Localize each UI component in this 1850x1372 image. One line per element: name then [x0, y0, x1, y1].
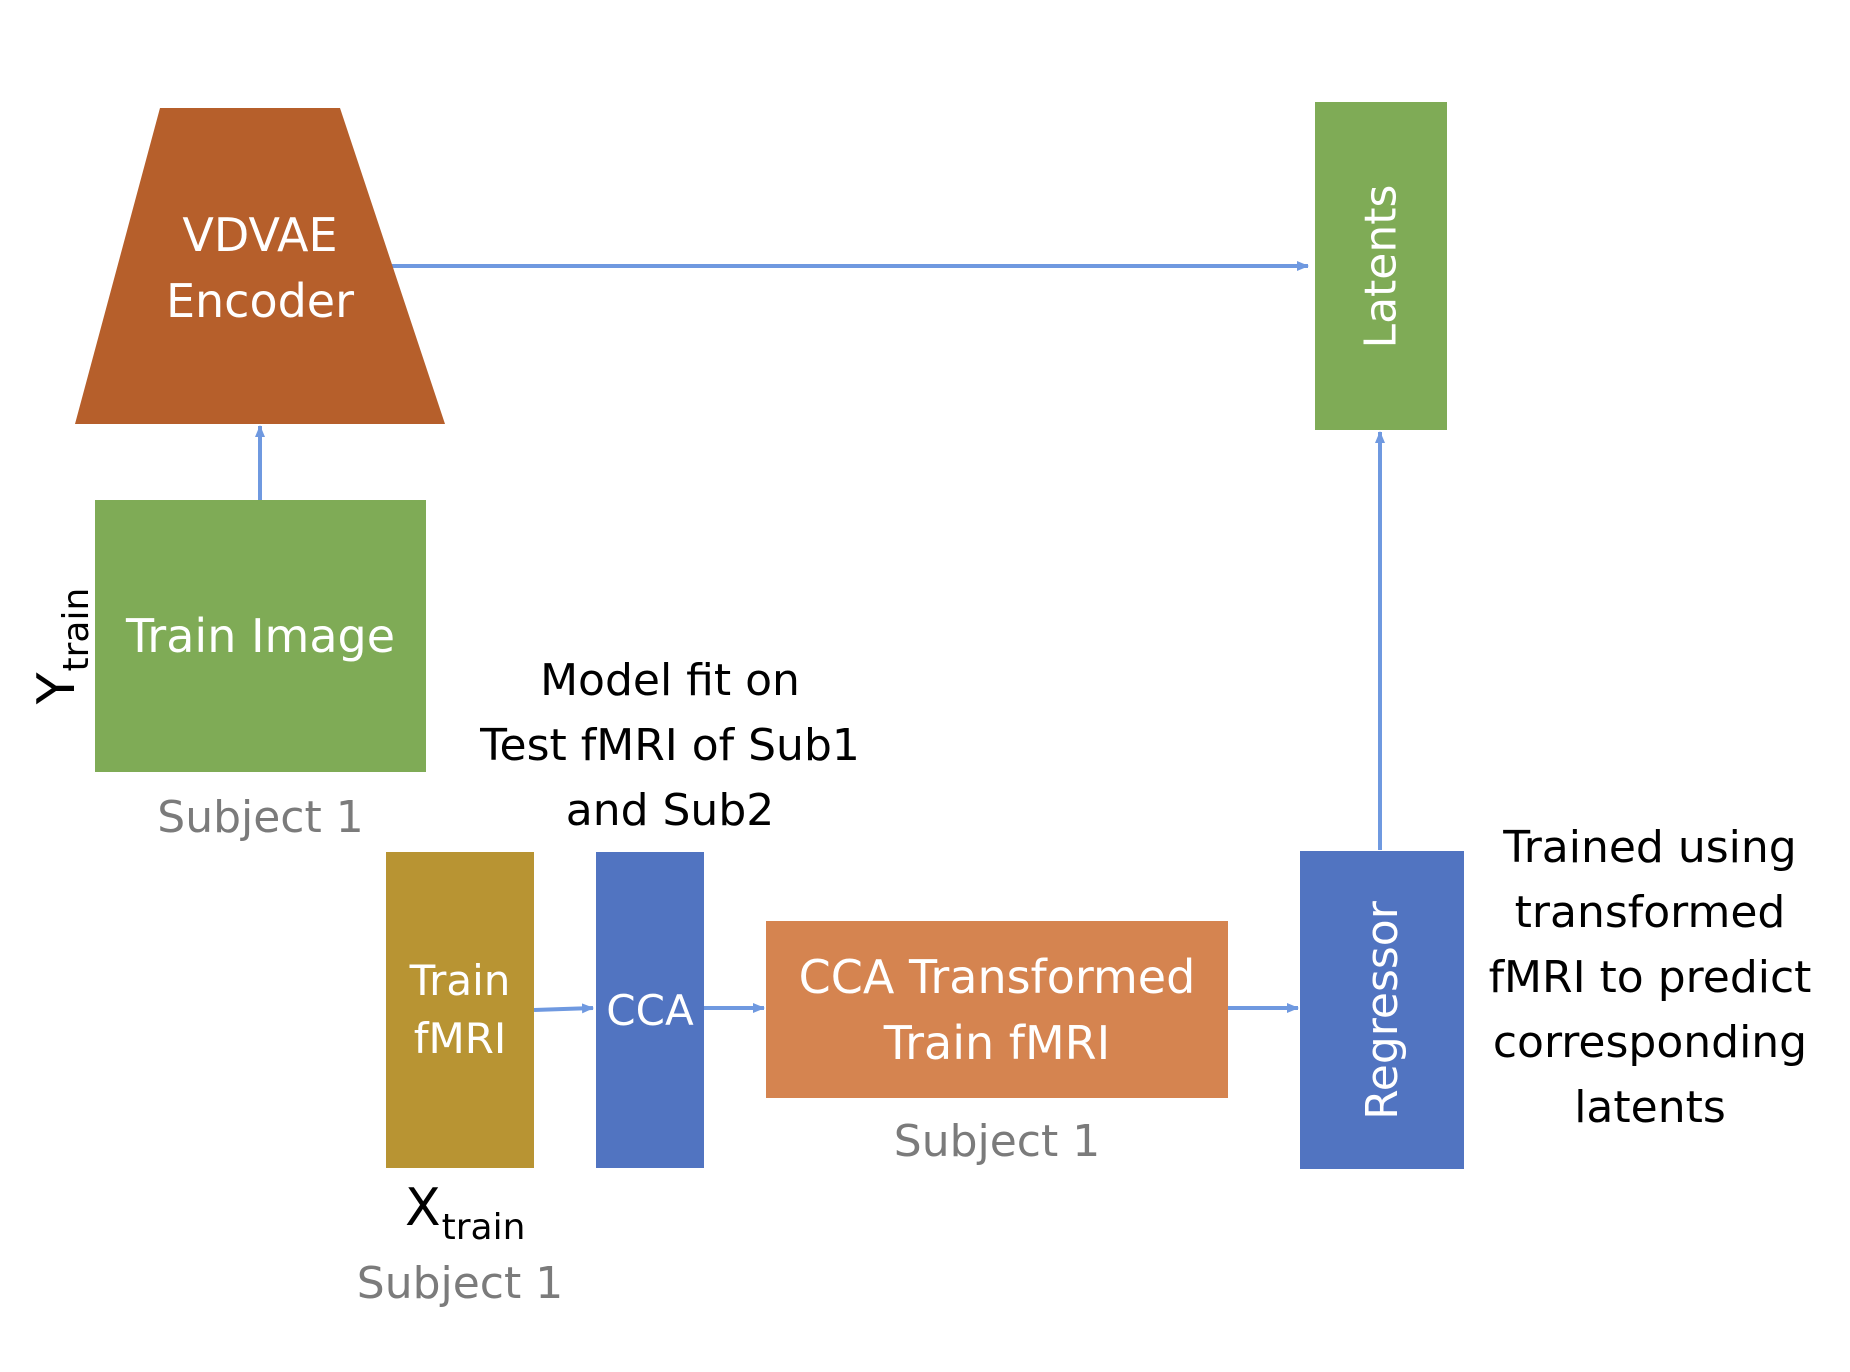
- cca-note-line3: and Sub2: [565, 785, 775, 836]
- train-image-box: Train Image: [95, 500, 426, 772]
- cca-note: Model fit on Test fMRI of Sub1 and Sub2: [440, 648, 900, 843]
- regressor-note-line2: transformed: [1514, 887, 1786, 938]
- regressor-note-line4: corresponding: [1492, 1017, 1808, 1068]
- x-train-label: Xtrain: [405, 1178, 525, 1248]
- train-image-label: Train Image: [125, 609, 396, 663]
- latents-box: Latents: [1315, 102, 1447, 430]
- latents-label: Latents: [1355, 184, 1407, 348]
- cca-transformed-line1: CCA Transformed: [798, 949, 1196, 1004]
- regressor-label: Regressor: [1356, 900, 1408, 1120]
- train-fmri-box: Train fMRI: [386, 852, 534, 1168]
- cca-note-line1: Model fit on: [540, 655, 800, 706]
- cca-note-line2: Test fMRI of Sub1: [480, 720, 860, 771]
- arrow-fmri-to-cca: [533, 1003, 594, 1014]
- train-fmri-line2: fMRI: [413, 1014, 507, 1063]
- train-fmri-line1: Train: [409, 956, 511, 1005]
- regressor-box: Regressor: [1300, 851, 1464, 1169]
- y-train-main: Y: [27, 672, 87, 705]
- x-train-main: X: [405, 1178, 441, 1238]
- y-train-sub: train: [56, 587, 97, 672]
- train-image-subject: Subject 1: [157, 792, 364, 843]
- train-fmri-subject: Subject 1: [356, 1258, 564, 1309]
- cca-transformed-box: CCA Transformed Train fMRI: [766, 921, 1228, 1098]
- encoder-line1: VDVAE: [182, 208, 338, 262]
- vdvae-encoder-label: VDVAE Encoder: [75, 108, 445, 424]
- y-train-label: Ytrain: [27, 571, 103, 721]
- regressor-note-line1: Trained using: [1503, 822, 1797, 873]
- vdvae-encoder-shape: [75, 108, 445, 424]
- regressor-note-line3: fMRI to predict: [1488, 952, 1812, 1003]
- cca-transformed-subject: Subject 1: [893, 1116, 1101, 1167]
- cca-box: CCA: [596, 852, 704, 1168]
- encoder-line2: Encoder: [165, 274, 355, 328]
- regressor-note: Trained using transformed fMRI to predic…: [1470, 815, 1830, 1140]
- cca-label: CCA: [606, 985, 694, 1035]
- cca-transformed-line2: Train fMRI: [883, 1015, 1111, 1070]
- regressor-note-line5: latents: [1574, 1082, 1726, 1133]
- x-train-sub: train: [441, 1207, 526, 1248]
